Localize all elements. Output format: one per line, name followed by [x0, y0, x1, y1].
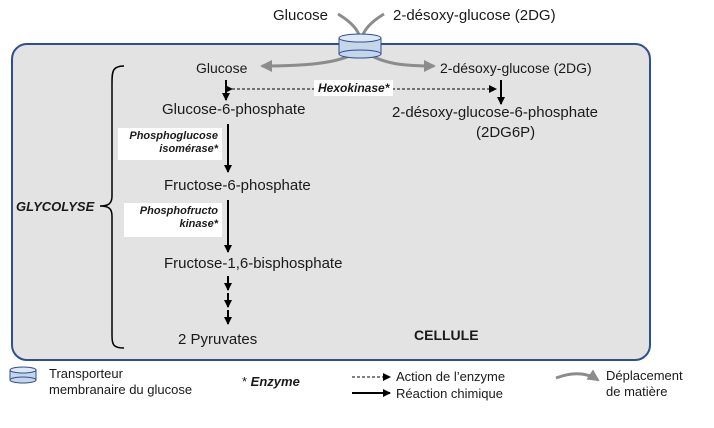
glucose-6-phosphate-label: Glucose-6-phosphate — [162, 101, 306, 118]
phosphofructokinase-label: Phosphofructo kinase* — [124, 203, 222, 237]
2dg-label: 2-désoxy-glucose (2DG) — [440, 60, 592, 76]
transporter-icon — [338, 33, 382, 59]
legend-enzyme: * Enzyme — [242, 374, 300, 389]
glucose-label: Glucose — [196, 60, 248, 76]
fructose-1-6-bisphosphate-label: Fructose-1,6-bisphosphate — [164, 255, 343, 272]
glycolyse-brace — [99, 65, 125, 349]
legend-transporter-text: Transporteur membranaire du glucose — [49, 366, 193, 397]
pyruvates-label: 2 Pyruvates — [178, 331, 258, 348]
cell-membrane — [11, 43, 651, 361]
legend-reaction-text: Réaction chimique — [396, 386, 503, 401]
cellule-label: CELLULE — [414, 327, 479, 343]
2dg6p-label: 2-désoxy-glucose-6-phosphate — [392, 104, 598, 121]
2dg6p-abbrev-label: (2DG6P) — [476, 124, 536, 141]
legend-transporter-icon — [9, 366, 37, 384]
legend-enzyme-action-text: Action de l’enzyme — [396, 369, 506, 384]
legend-movement-text: Déplacement de matière — [606, 368, 683, 399]
phosphoglucose-isomerase-label: Phosphoglucose isomérase* — [118, 128, 222, 160]
fructose-6-phosphate-label: Fructose-6-phosphate — [164, 177, 311, 194]
hexokinase-label: Hexokinase* — [314, 80, 394, 96]
outside-glucose-label: Glucose — [273, 7, 329, 24]
legend-grey-arrow — [555, 369, 600, 382]
outside-2dg-label: 2-désoxy-glucose (2DG) — [393, 7, 556, 24]
glycolyse-label: GLYCOLYSE — [16, 199, 95, 214]
